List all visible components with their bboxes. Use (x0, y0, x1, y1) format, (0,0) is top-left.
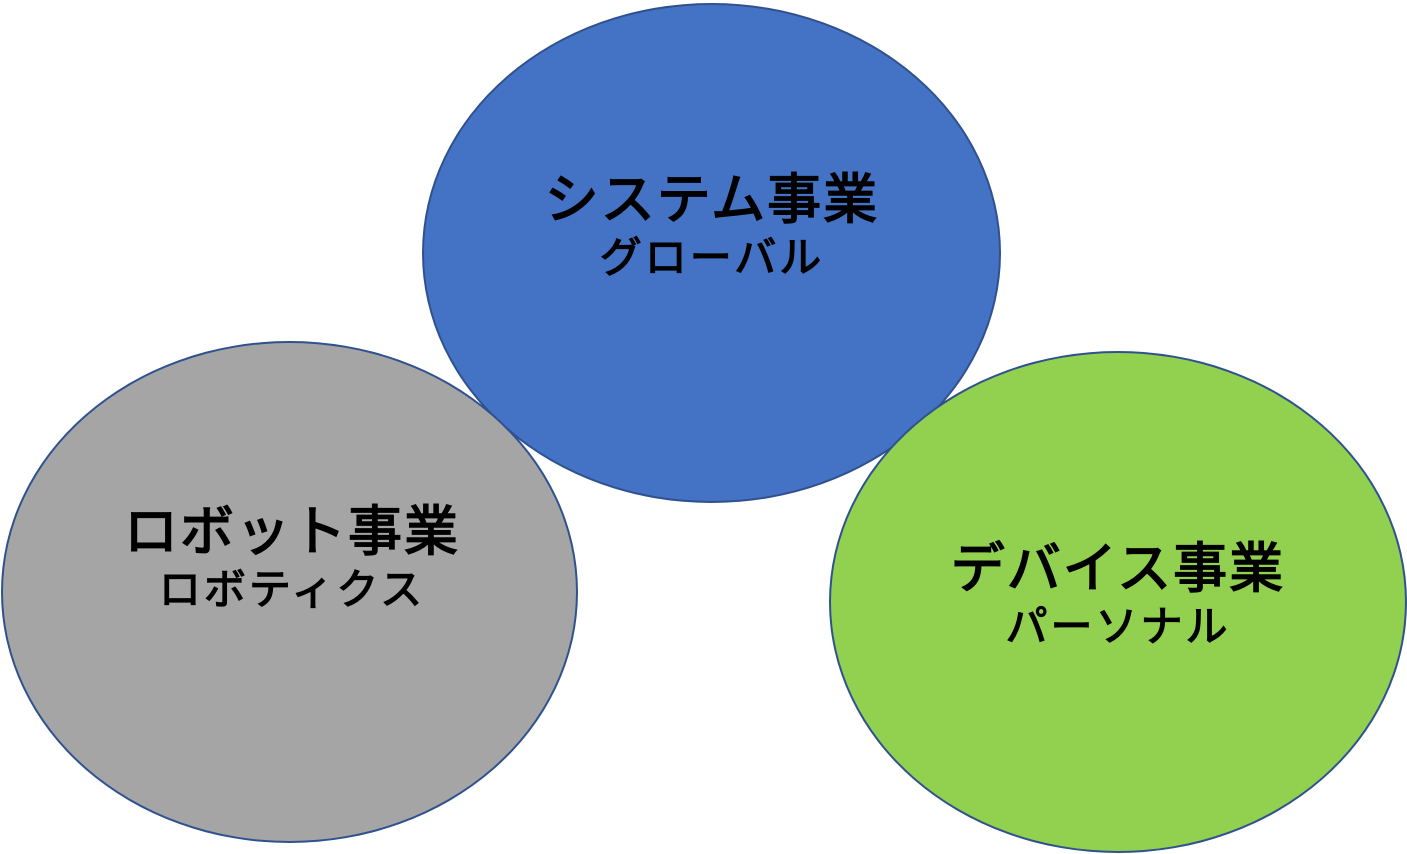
system-business-ellipse (422, 3, 1001, 503)
system-business-subtitle: グローバル (599, 233, 825, 282)
device-business-subtitle: パーソナル (1005, 602, 1231, 651)
device-business-ellipse (829, 351, 1407, 853)
system-business-label: システム事業 グローバル (512, 168, 912, 284)
system-business-title: システム事業 (544, 168, 880, 231)
robot-business-title: ロボット事業 (124, 500, 460, 563)
device-business-label: デバイス事業 パーソナル (918, 537, 1318, 653)
robot-business-subtitle: ロボティクス (158, 565, 426, 614)
robot-business-ellipse (1, 341, 578, 843)
robot-business-label: ロボット事業 ロボティクス (92, 500, 492, 616)
device-business-title: デバイス事業 (950, 537, 1286, 600)
